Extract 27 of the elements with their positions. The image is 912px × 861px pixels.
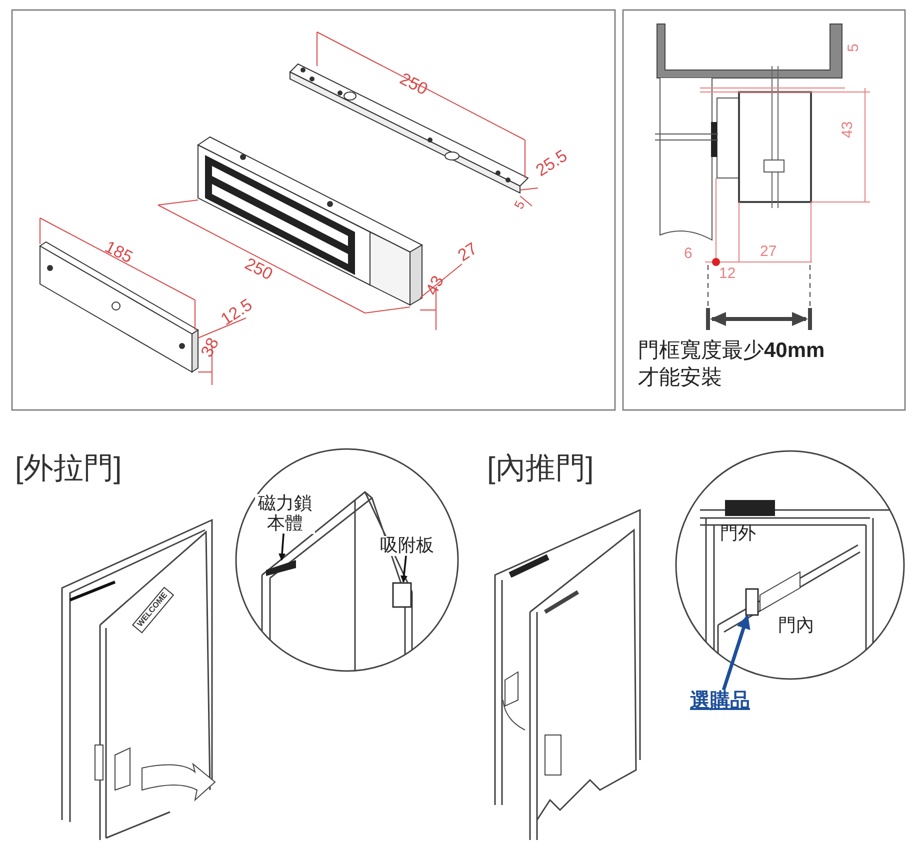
armature-plate-part bbox=[392, 582, 412, 608]
dimension-label: 185 bbox=[102, 238, 136, 268]
dimension-label: 12.5 bbox=[218, 296, 256, 330]
dimension-label: 27 bbox=[455, 240, 482, 266]
section-heading: [外拉門] bbox=[15, 452, 122, 485]
side-label: 門外 bbox=[720, 524, 756, 544]
dimension-label: 43 bbox=[840, 121, 856, 138]
dimension-label: 250 bbox=[242, 255, 276, 285]
dimension-label: 6 bbox=[684, 246, 692, 262]
leader-arrow bbox=[722, 614, 750, 691]
part-label: 吸附板 bbox=[380, 536, 434, 556]
installation-note: 門框寬度最少40mm才能安裝 bbox=[638, 338, 826, 392]
dimension-label: 25.5 bbox=[533, 146, 571, 181]
side-label: 門內 bbox=[778, 616, 814, 636]
part-label: 選購品 bbox=[690, 690, 750, 712]
leader-arrow bbox=[278, 534, 286, 561]
dimension-label: 5 bbox=[512, 198, 528, 212]
dimension-label: 12 bbox=[719, 266, 736, 282]
leader-arrow bbox=[400, 556, 408, 583]
section-heading: [內推門] bbox=[487, 452, 594, 485]
dimension-label: 27 bbox=[760, 244, 777, 260]
dimension-label: 5 bbox=[846, 44, 862, 52]
part-label: 磁力鎖本體 bbox=[255, 494, 315, 534]
bracket-part bbox=[745, 588, 759, 616]
dimension-label: 43 bbox=[423, 273, 448, 298]
magnetic-lock-part bbox=[266, 560, 296, 576]
dimension-label: 250 bbox=[396, 70, 430, 100]
